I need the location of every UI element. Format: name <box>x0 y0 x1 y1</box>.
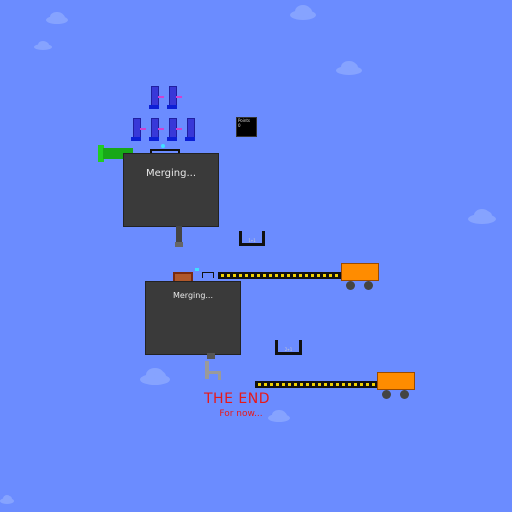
cloud-icon <box>468 208 496 224</box>
orange-cart-icon <box>341 263 379 281</box>
wheel-icon <box>400 390 409 399</box>
wheel-icon <box>346 281 355 290</box>
cloud-icon <box>140 367 170 385</box>
chair-leg <box>218 371 221 380</box>
cloud-icon <box>268 409 290 422</box>
bracket-icon <box>202 272 214 278</box>
ending-subtitle: For now... <box>219 409 263 419</box>
conveyor-belt <box>255 381 381 388</box>
chair-icon <box>205 361 209 379</box>
orange-cart-icon <box>377 372 415 390</box>
wheel-icon <box>382 390 391 399</box>
spark-icon <box>161 144 165 148</box>
cloud-icon <box>336 61 362 75</box>
chair-seat <box>205 371 221 374</box>
bracket-icon <box>150 149 180 156</box>
merger-nozzle-tip <box>175 242 183 247</box>
merger-nozzle <box>207 353 215 359</box>
cloud-icon <box>0 494 14 504</box>
points-value: 0 <box>238 123 241 128</box>
points-label: Points <box>238 118 251 123</box>
conveyor-belt <box>218 272 344 279</box>
tray-label: 2+1 <box>284 347 293 352</box>
bracket-icon <box>173 272 193 282</box>
merger-label: Merging... <box>145 168 197 179</box>
green-pipe-body <box>103 148 133 159</box>
green-pipe-icon <box>98 145 104 162</box>
tray-label: 1+1 <box>248 238 256 243</box>
collection-tray: 1+1 <box>239 231 265 246</box>
cloud-icon <box>34 40 52 50</box>
spark-icon <box>195 268 199 271</box>
ending-title: THE END <box>204 391 270 407</box>
wheel-icon <box>364 281 373 290</box>
cloud-icon <box>290 4 316 20</box>
merger-nozzle <box>176 226 182 242</box>
points-box: Points 0 <box>236 117 257 137</box>
merger-panel: Merging... <box>123 153 219 227</box>
cloud-icon <box>46 11 68 24</box>
merger-label: Merging... <box>172 291 214 300</box>
collection-tray: 2+1 <box>275 340 302 355</box>
merger-panel: Merging... <box>145 281 241 355</box>
